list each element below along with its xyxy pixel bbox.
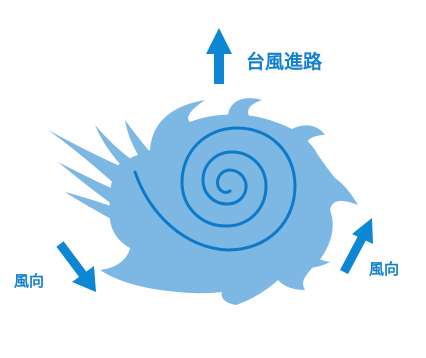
wind-direction-arrow-icon (340, 218, 373, 275)
typhoon-streamer (125, 120, 162, 182)
typhoon-arm (296, 248, 330, 269)
typhoon-streamer (58, 162, 138, 218)
wind-direction-arrow-icon (56, 241, 96, 292)
wind-direction-label: 風向 (14, 272, 45, 290)
wind-direction-label: 風向 (369, 260, 400, 278)
typhoon-streamer (65, 192, 136, 230)
track-label: 台風進路 (246, 51, 323, 73)
typhoon-arm (290, 125, 325, 145)
typhoon-spiral (133, 126, 297, 252)
track-arrow-icon (206, 28, 232, 84)
typhoon-arm (228, 98, 262, 118)
typhoon-shape (48, 98, 358, 305)
